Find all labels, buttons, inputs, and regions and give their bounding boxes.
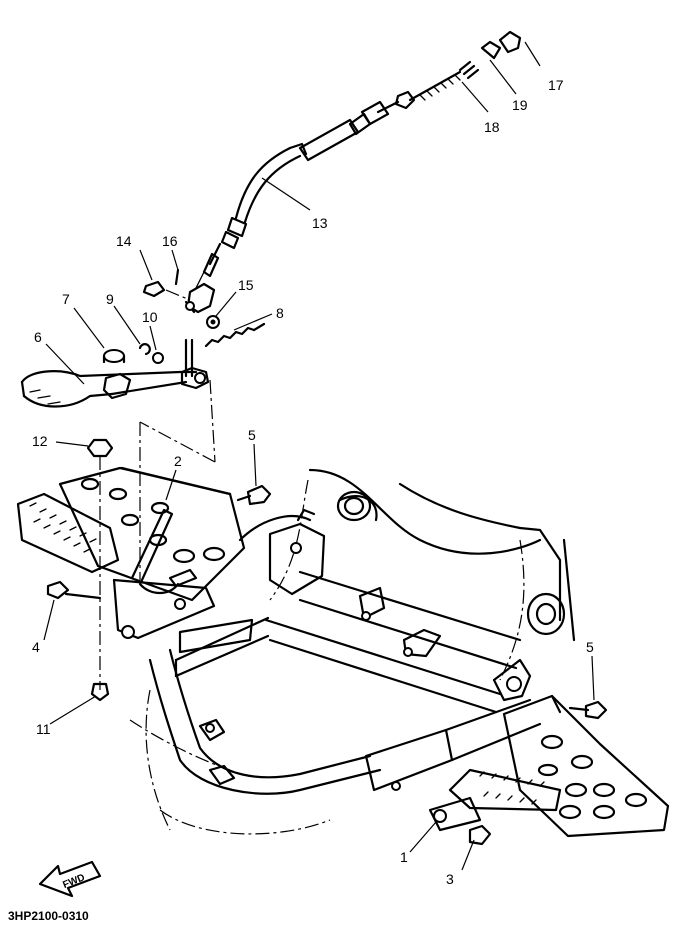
- frame: [129, 468, 576, 835]
- callout-19: 19: [512, 97, 528, 113]
- callout-15: 15: [238, 277, 254, 293]
- callout-1: 1: [400, 849, 408, 865]
- callout-8: 8: [276, 305, 284, 321]
- callout-5-left: 5: [248, 427, 256, 443]
- callout-5-right: 5: [586, 639, 594, 655]
- callouts: 17 19 18 13 14 16 15 8 7 9 10 6 12 2 5 4…: [32, 77, 594, 887]
- brake-pedal: [20, 338, 210, 408]
- fwd-arrow: FWD: [38, 860, 102, 898]
- callout-16: 16: [162, 233, 178, 249]
- callout-4: 4: [32, 639, 40, 655]
- callout-2: 2: [174, 453, 182, 469]
- callout-3: 3: [446, 871, 454, 887]
- cable-clevis: [142, 268, 220, 329]
- callout-6: 6: [34, 329, 42, 345]
- callout-17: 17: [548, 77, 564, 93]
- assembly-guides: [139, 379, 216, 580]
- callout-9: 9: [106, 291, 114, 307]
- callout-14: 14: [116, 233, 132, 249]
- callout-13: 13: [312, 215, 328, 231]
- callout-11: 11: [36, 721, 51, 737]
- leader-lines: [43, 41, 595, 871]
- right-footrest-assembly: [428, 694, 670, 846]
- diagram-code: 3HP2100-0310: [8, 909, 89, 923]
- callout-10: 10: [142, 309, 158, 325]
- callout-7: 7: [62, 291, 70, 307]
- brake-cable: [195, 30, 522, 289]
- fwd-label: FWD: [61, 872, 86, 891]
- callout-12: 12: [32, 433, 48, 449]
- callout-18: 18: [484, 119, 500, 135]
- left-footrest-assembly: [16, 438, 272, 702]
- return-spring: [204, 322, 266, 348]
